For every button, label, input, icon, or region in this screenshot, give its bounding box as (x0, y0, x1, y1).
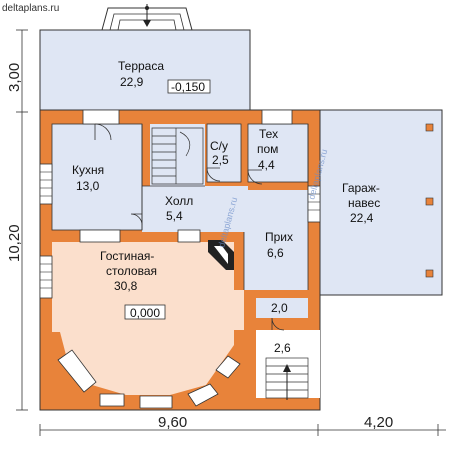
dim-depth-main: 10,20 (6, 224, 23, 262)
kitchen-name: Кухня (72, 163, 104, 177)
living-name-1: Гостиная- (100, 249, 154, 263)
tech-area: 4,4 (258, 158, 275, 172)
doors (94, 123, 285, 331)
tech-floor (248, 124, 308, 182)
terrace-area-value: 22,9 (120, 75, 144, 89)
wc-name: С/у (210, 139, 228, 153)
hall-area: 5,4 (166, 209, 183, 223)
bay-window (57, 349, 241, 409)
living-level-box (124, 304, 166, 320)
vestibule-floor (256, 298, 308, 318)
hall-name: Холл (165, 194, 193, 208)
garage-area (319, 109, 443, 296)
tech-name-2: пом (257, 142, 278, 156)
living-area: 30,8 (114, 279, 138, 293)
living-name-2: столовая (106, 264, 157, 278)
wc-area: 2,5 (212, 153, 229, 167)
kitchen-floor (52, 124, 142, 230)
interior-stairs (151, 127, 204, 185)
hall-floor (142, 186, 308, 290)
porch-area: 2,6 (274, 341, 291, 355)
dim-width-garage: 4,20 (364, 414, 393, 431)
dimension-lines (16, 29, 446, 436)
windows (39, 109, 321, 299)
entry-area: 6,6 (267, 246, 284, 260)
vestibule-area: 2,0 (271, 301, 288, 315)
terrace-level: -0,150 (171, 80, 205, 94)
tech-name-1: Тех (259, 127, 278, 141)
bay-floor (60, 332, 234, 395)
kitchen-area: 13,0 (76, 179, 100, 193)
terrace-steps (101, 4, 193, 31)
fireplace-inner (214, 246, 228, 264)
wc-floor (207, 124, 241, 182)
terrace-name: Терраса (118, 59, 164, 73)
garage-post (425, 269, 434, 278)
dim-depth-terrace: 3,00 (6, 63, 23, 92)
terrace-area (39, 29, 251, 111)
porch-floor (256, 330, 320, 398)
garage-area: 22,4 (350, 211, 374, 225)
window-hatch (40, 171, 320, 289)
entry-arrow-head (283, 364, 291, 372)
garage-name-1: Гараж- (342, 181, 380, 195)
living-level: 0,000 (130, 306, 160, 320)
site-watermark: deltaplans.ru (2, 3, 59, 14)
garage-post (425, 123, 434, 132)
garage-post (425, 197, 434, 206)
entry-name: Прих (265, 230, 293, 244)
stair-area (150, 124, 205, 186)
terrace-level-box (167, 79, 211, 94)
dim-width-main: 9,60 (158, 414, 187, 431)
garage-name-2: навес (348, 196, 380, 210)
